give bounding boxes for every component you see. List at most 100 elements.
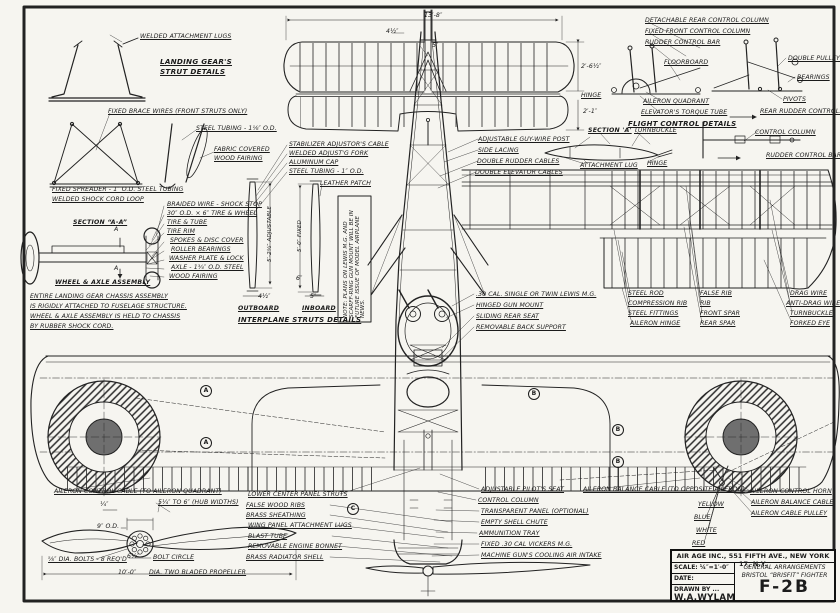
drafter-name: W.A.WYLAM	[674, 593, 736, 603]
annotation-label: FLIGHT CONTROL DETAILS	[628, 120, 737, 128]
model-designation: F-2B	[759, 577, 810, 597]
annotation-label: FRONT SPAR	[700, 310, 740, 317]
annotation-label: 5″	[310, 293, 317, 300]
annotation-label: BLUE	[694, 514, 711, 521]
note-box	[337, 195, 372, 323]
annotation-label: DETACHABLE REAR CONTROL COLUMN	[645, 17, 769, 24]
title-block-scale: SCALE: ¼″=1′-0″	[672, 563, 734, 574]
title-block-drawn-by: DRAWN BY ... W.A.WYLAM	[672, 585, 736, 603]
annotation-label: AILERON CONTROL HORN	[750, 488, 832, 495]
annotation-label: ALUMINUM CAP	[289, 159, 339, 166]
stabilizer-section-airfoil	[544, 132, 673, 165]
callout-marker: C	[347, 503, 359, 515]
title-block-date: DATE:	[672, 574, 734, 585]
drawing-title: GENERAL ARRANGEMENTS	[743, 564, 826, 571]
annotation-label: BY RUBBER SHOCK CORD.	[30, 323, 114, 330]
annotation-label: 5¼″ TO 6″ (HUB WIDTHS)	[158, 499, 239, 506]
aircraft-name: BRISTOL “BRISFIT” FIGHTER	[741, 572, 828, 579]
annotation-label: IS RIGIDLY ATTACHED TO FUSELAGE STRUCTUR…	[30, 303, 187, 310]
annotation-label: WELDED ATTACHMENT LUGS	[140, 33, 232, 40]
annotation-label: STRUT DETAILS	[160, 67, 226, 76]
annotation-label: DOUBLE ELEVATOR CABLES	[475, 169, 563, 176]
annotation-label: DRAG WIRE	[790, 290, 828, 297]
lower-wing-plan	[30, 355, 840, 544]
annotation-label: CONTROL COLUMN	[755, 129, 816, 136]
annotation-label: TURNBUCKLE	[790, 310, 833, 317]
annotation-label: FORKED EYE	[790, 320, 831, 327]
annotation-label: OUTBOARD	[238, 305, 280, 312]
annotation-label: AILERON HINGE	[630, 320, 681, 327]
annotation-label: ¼″	[100, 501, 109, 508]
wing-structure-detail	[461, 169, 837, 290]
annotation-label: 5′-0″ FIXED	[297, 220, 303, 252]
annotation-label: 4½″	[258, 293, 271, 300]
annotation-label: .30 CAL. SINGLE OR TWIN LEWIS M.G.	[476, 291, 597, 298]
annotation-label: FLOORBOARD	[664, 59, 709, 66]
annotation-label: BOLT CIRCLE	[153, 554, 195, 561]
annotation-label: STABILIZER ADJUSTOR'S CABLE	[289, 141, 389, 148]
annotation-label: WOOD FAIRING	[214, 155, 263, 162]
annotation-label: LANDING GEAR'S	[160, 57, 232, 66]
annotation-label: 2′-1″	[583, 108, 598, 115]
annotation-label: PIVOTS	[783, 96, 806, 103]
annotation-label: ROLLER BEARINGS	[171, 246, 231, 253]
annotation-label: COMPRESSION RIB	[628, 300, 688, 307]
annotation-label: TURNBUCKLE	[634, 127, 677, 134]
annotation-label: HINGE	[581, 92, 602, 99]
annotation-label: 4½″	[386, 28, 399, 35]
annotation-label: FIXED FRONT CONTROL COLUMN	[645, 28, 751, 35]
annotation-label: WHITE	[696, 527, 717, 534]
annotation-label: STEEL FITTINGS	[628, 310, 679, 317]
annotation-label: RED	[692, 540, 706, 547]
annotation-label: AILERON CONTROL CABLE (TO AILERON QUADRA…	[54, 488, 222, 495]
annotation-label: 9″ O.D.	[97, 523, 120, 530]
title-block-left-column: SCALE: ¼″=1′-0″ DATE: DRAWN BY ... W.A.W…	[672, 563, 736, 603]
annotation-label: STEEL TUBING - 1″ O.D.	[289, 168, 364, 175]
annotation-label: TRANSPARENT PANEL (OPTIONAL)	[481, 508, 589, 515]
wheel-axle-assembly	[20, 205, 165, 289]
drawn-by-label: DRAWN BY ...	[674, 586, 720, 593]
annotation-label: TIRE & TUBE	[167, 219, 208, 226]
annotation-label: RUDDER CONTROL BAR	[766, 152, 840, 159]
annotation-label: ANTI-DRAG WIRE	[786, 300, 840, 307]
flight-control-details	[611, 21, 803, 161]
annotation-label: AILERON QUADRANT	[643, 98, 710, 105]
annotation-label: RIB	[700, 300, 711, 307]
annotation-label: FALSE RIB	[700, 290, 732, 297]
annotation-label: FIXED .30 CAL VICKERS M.G.	[481, 541, 573, 548]
annotation-label: WHEEL & AXLE ASSEMBLY IS HELD TO CHASSIS	[30, 313, 181, 320]
annotation-label: AILERON BALANCE CABLE (TO OPPOSITE AILER…	[583, 486, 745, 493]
annotation-label: WELDED SHOCK CORD LOOP	[52, 196, 144, 203]
annotation-label: REAR RUDDER CONTROLS	[760, 108, 840, 115]
stabilizer-elevator-plan	[283, 9, 585, 131]
annotation-label: RUDDER CONTROL BAR	[645, 39, 721, 46]
annotation-label: 13′-8″	[424, 12, 443, 19]
annotation-label: REMOVABLE BACK SUPPORT	[476, 324, 566, 331]
annotation-label: LEATHER PATCH	[320, 180, 372, 187]
annotation-label: AMMUNITION TRAY	[479, 530, 540, 537]
annotation-label: 6″	[296, 275, 303, 282]
annotation-label: 5′-2½″ ADJUSTABLE	[267, 205, 273, 262]
sheet-border	[22, 5, 836, 603]
fuselage-top-view	[365, 9, 591, 597]
annotation-label: AXLE - 1¾″ O.D. STEEL	[171, 264, 244, 271]
annotation-label: SIDE LACING	[478, 147, 519, 154]
annotation-label: BRASS RADIATOR SHELL	[246, 554, 324, 561]
callout-marker: B	[528, 388, 540, 400]
annotation-label: BRASS SHEATHING	[246, 512, 306, 519]
annotation-label: NOTE: PLANS ON LEWIS M.G. AND SCARFF-RIN…	[343, 210, 367, 318]
annotation-label: ATTACHMENT LUG	[580, 162, 638, 169]
annotation-label: DOUBLE PULLEYS	[788, 55, 840, 62]
annotation-label: BRAIDED WIRE - SHOCK STOP	[167, 201, 262, 208]
callout-marker: A	[200, 385, 212, 397]
annotation-label: FIXED SPREADER - 1″ O.D. STEEL TUBING	[52, 186, 184, 193]
annotation-label: SPOKES & DISC COVER	[170, 237, 244, 244]
annotation-label: BLAST TUBE	[248, 533, 288, 540]
annotation-label: STEEL TUBING - 1⅛″ O.D.	[196, 125, 277, 132]
callout-marker: B	[612, 456, 624, 468]
annotation-label: ENTIRE LANDING GEAR CHASSIS ASSEMBLY	[30, 293, 168, 300]
annotation-label: HINGE	[647, 160, 668, 167]
annotation-label: SECTION 'A'	[588, 127, 632, 134]
annotation-label: TIRE RIM	[167, 228, 196, 235]
